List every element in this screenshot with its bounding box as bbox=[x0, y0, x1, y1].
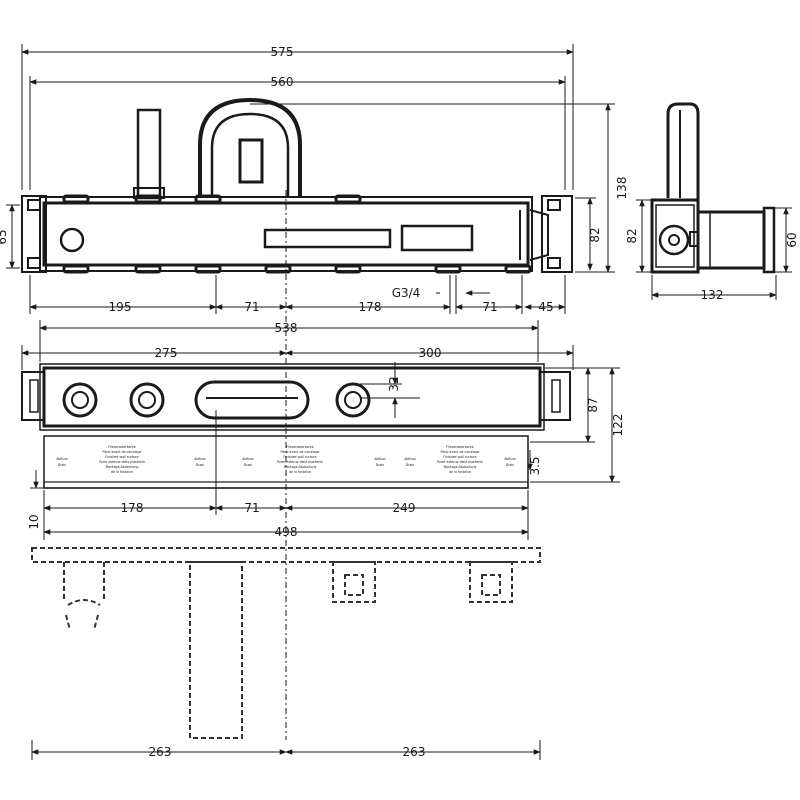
dim-82: 82 bbox=[588, 227, 602, 242]
dim-32: 32 bbox=[387, 376, 401, 391]
dim-263-right: 263 bbox=[403, 745, 426, 759]
svg-text:Drain: Drain bbox=[244, 463, 253, 467]
svg-text:Drain: Drain bbox=[58, 463, 67, 467]
svg-text:de la fontaine: de la fontaine bbox=[449, 470, 471, 474]
svg-text:Montage-Abdeckung: Montage-Abdeckung bbox=[106, 465, 139, 469]
svg-text:Paroi avant de carrelage: Paroi avant de carrelage bbox=[103, 450, 142, 454]
dim-275: 275 bbox=[155, 346, 178, 360]
svg-text:Parte esterna della piastrella: Parte esterna della piastrella bbox=[437, 460, 483, 464]
dim-249: 249 bbox=[393, 501, 416, 515]
top-dim-labels: 575 560 138 82 65 195 71 178 71 45 G3/4 bbox=[0, 45, 629, 314]
svg-text:Fliesenoberkante: Fliesenoberkante bbox=[446, 445, 473, 449]
svg-text:Abfluss: Abfluss bbox=[242, 457, 254, 461]
svg-text:Abfluss: Abfluss bbox=[504, 457, 516, 461]
svg-text:Fliesenoberkante: Fliesenoberkante bbox=[108, 445, 135, 449]
svg-text:Montage-Abdeckung: Montage-Abdeckung bbox=[284, 465, 317, 469]
plate-block-1: Fliesenoberkante Paroi avant de carrelag… bbox=[99, 445, 145, 474]
dim-3-5: 3.5 bbox=[528, 456, 542, 475]
dim-263-left: 263 bbox=[149, 745, 172, 759]
bracket-left bbox=[21, 195, 47, 273]
svg-text:Drain: Drain bbox=[506, 463, 515, 467]
svg-text:Paroi avant de carrelage: Paroi avant de carrelage bbox=[441, 450, 480, 454]
dim-132: 132 bbox=[701, 288, 724, 302]
dim-71-top: 71 bbox=[244, 300, 259, 314]
svg-text:Finished wall surface: Finished wall surface bbox=[283, 455, 316, 459]
svg-text:Abfluss: Abfluss bbox=[194, 457, 206, 461]
cover-plate bbox=[31, 547, 541, 563]
svg-text:Parte esterna della piastrella: Parte esterna della piastrella bbox=[99, 460, 145, 464]
svg-text:Abfluss: Abfluss bbox=[374, 457, 386, 461]
plate-block-2: Fliesenoberkante Paroi avant de carrelag… bbox=[277, 445, 323, 474]
svg-text:Abfluss: Abfluss bbox=[404, 457, 416, 461]
cover-dimensions bbox=[31, 740, 541, 760]
svg-text:Drain: Drain bbox=[406, 463, 415, 467]
slot-short bbox=[400, 224, 474, 252]
side-dimensions bbox=[636, 199, 792, 300]
cover-view bbox=[31, 547, 541, 739]
dim-560: 560 bbox=[271, 75, 294, 89]
dim-82-side: 82 bbox=[625, 228, 639, 243]
side-handle bbox=[666, 102, 700, 200]
dim-60: 60 bbox=[785, 232, 799, 247]
dim-45: 45 bbox=[538, 300, 553, 314]
svg-text:Parte esterna della piastrella: Parte esterna della piastrella bbox=[277, 460, 323, 464]
cover-dim-labels: 263 263 bbox=[149, 745, 426, 759]
button-circle bbox=[59, 227, 85, 253]
dim-300: 300 bbox=[419, 346, 442, 360]
svg-text:Drain: Drain bbox=[196, 463, 205, 467]
dim-498: 498 bbox=[275, 525, 298, 539]
top-view bbox=[21, 97, 573, 740]
front-view bbox=[21, 363, 571, 489]
slot-long bbox=[263, 228, 392, 249]
svg-text:de la fontaine: de la fontaine bbox=[289, 470, 311, 474]
svg-text:Fliesenoberkante: Fliesenoberkante bbox=[286, 445, 313, 449]
top-dimensions bbox=[6, 44, 615, 314]
front-handle bbox=[194, 380, 310, 420]
dim-138: 138 bbox=[615, 177, 629, 200]
svg-text:Paroi avant de carrelage: Paroi avant de carrelage bbox=[281, 450, 320, 454]
thread-label: G3/4 bbox=[392, 286, 421, 300]
dim-87: 87 bbox=[586, 397, 600, 412]
dim-575: 575 bbox=[271, 45, 294, 59]
dim-178-front: 178 bbox=[121, 501, 144, 515]
dim-10: 10 bbox=[27, 514, 41, 529]
dim-71-front: 71 bbox=[244, 501, 259, 515]
side-view bbox=[650, 102, 776, 274]
svg-text:Finished wall surface: Finished wall surface bbox=[105, 455, 138, 459]
dim-178-top: 178 bbox=[359, 300, 382, 314]
side-dim-labels: 82 60 132 bbox=[625, 228, 799, 302]
front-dimensions bbox=[21, 320, 620, 540]
bracket-right bbox=[529, 195, 573, 273]
svg-text:Finished wall surface: Finished wall surface bbox=[443, 455, 476, 459]
dim-122: 122 bbox=[611, 414, 625, 437]
spout-tube bbox=[136, 108, 162, 200]
dim-195: 195 bbox=[109, 300, 132, 314]
svg-text:de la fontaine: de la fontaine bbox=[111, 470, 133, 474]
svg-text:Montage-Abdeckung: Montage-Abdeckung bbox=[444, 465, 477, 469]
dim-65: 65 bbox=[0, 229, 9, 244]
u-handle bbox=[198, 97, 302, 198]
svg-text:Abfluss: Abfluss bbox=[56, 457, 68, 461]
cover-spout bbox=[189, 561, 243, 739]
front-buttons bbox=[62, 382, 371, 418]
outlet-bumps bbox=[62, 194, 532, 274]
svg-text:Drain: Drain bbox=[376, 463, 385, 467]
plate-text: Fliesenoberkante Paroi avant de carrelag… bbox=[56, 445, 516, 474]
dim-71b-top: 71 bbox=[482, 300, 497, 314]
plate-side-labels: Abfluss Drain Abfluss Drain Abfluss Drai… bbox=[56, 457, 516, 467]
front-dim-labels: 538 275 300 32 87 122 3.5 10 178 71 249 … bbox=[27, 321, 625, 539]
plate-block-3: Fliesenoberkante Paroi avant de carrelag… bbox=[437, 445, 483, 474]
dim-538: 538 bbox=[275, 321, 298, 335]
